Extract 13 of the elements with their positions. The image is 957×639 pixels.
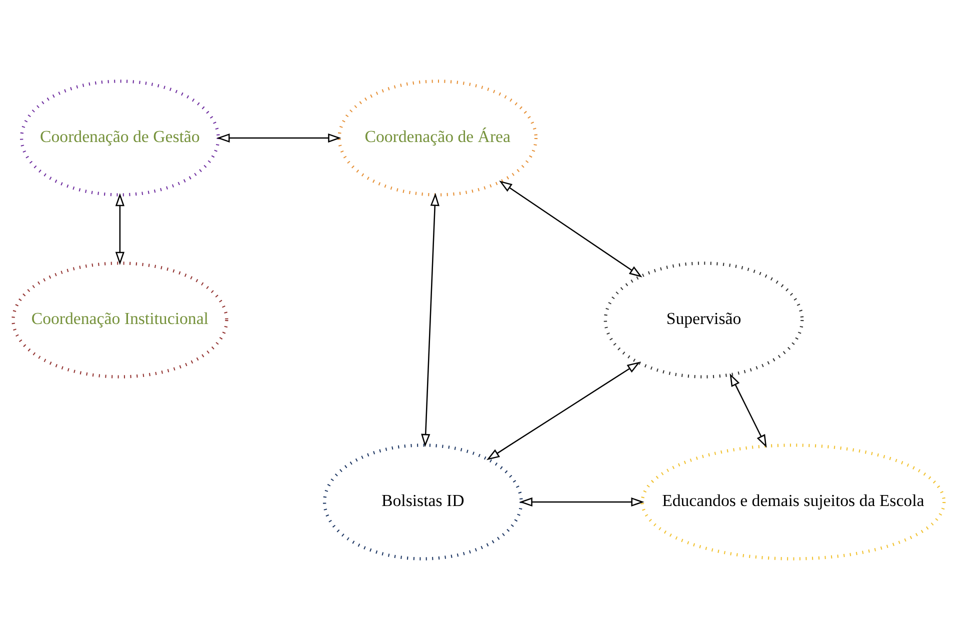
arrow (216, 132, 342, 142)
node-ellipse: Educandos e demais sujeitos da Escola (640, 443, 946, 560)
arrow (499, 180, 642, 277)
node-ellipse: Coordenação de Gestão (20, 79, 220, 196)
node-ellipse: Supervisão (604, 261, 804, 378)
arrow (730, 372, 767, 448)
arrow (115, 192, 124, 264)
arrow (421, 192, 440, 447)
node-ellipse: Bolsistas ID (322, 443, 523, 560)
arrow (519, 496, 644, 506)
node-ellipse: Coordenação de Área (338, 79, 538, 196)
node-ellipse: Coordenação Institucional (12, 261, 228, 378)
arrow (486, 361, 640, 460)
